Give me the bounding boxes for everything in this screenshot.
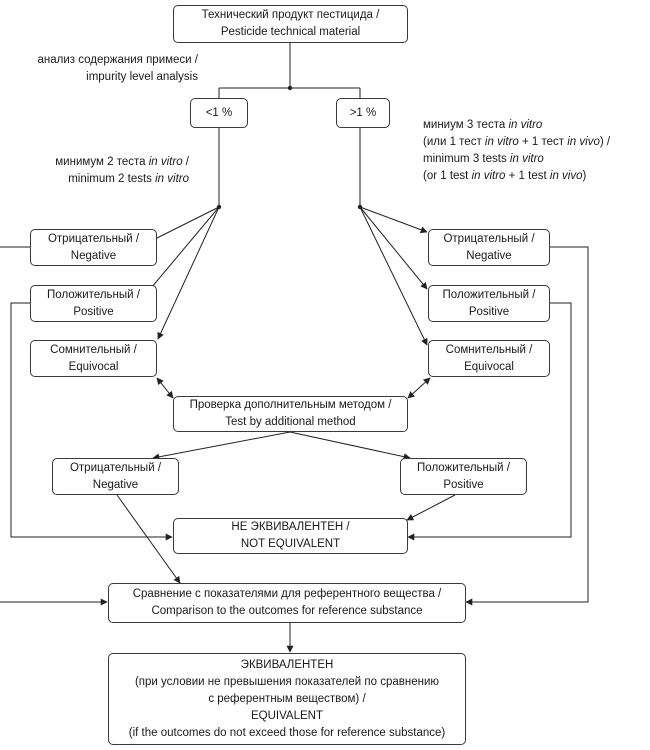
arrow-additional-negative-comparison [116, 494, 181, 584]
left-tests-note: минимум 2 теста in vitro / minimum 2 tes… [55, 154, 189, 188]
left-equivocal-line-2: Equivocal [68, 360, 119, 373]
equivalent-line-4: EQUIVALENT [251, 709, 323, 722]
impurity-analysis-note: анализ содержания примеси / impurity lev… [38, 52, 198, 86]
impurity-note-line-1: анализ содержания примеси / [37, 54, 198, 66]
right-tests-line-3: minimum 3 tests in vitro [423, 151, 610, 168]
additional-method-line-2: Test by additional method [225, 416, 356, 428]
right-tests-line-2-c: ) / [599, 136, 611, 148]
right-positive-line-1: Положительный / [442, 288, 536, 301]
right-tests-line-4: (or 1 test in vitro + 1 test in vivo) [423, 168, 610, 185]
left-negative-line-2: Negative [70, 249, 117, 262]
additional-negative-node: Отрицательный / Negative [52, 458, 179, 495]
threshold-greater-label: >1 % [349, 106, 377, 119]
right-tests-line-4-b: + 1 test [505, 170, 550, 182]
impurity-note-line-2: impurity level analysis [86, 71, 198, 83]
left-negative-node: Отрицательный / Negative [30, 229, 157, 266]
arrow-left-equivocal-additional [156, 377, 174, 399]
comparison-line-1: Сравнение с показателями для референтног… [132, 588, 442, 600]
junction-dot-left [216, 204, 222, 210]
left-equivocal-line-1: Сомнительный / [50, 343, 137, 356]
equivalent-node: ЭКВИВАЛЕНТЕН (при условии не превышения … [108, 653, 466, 745]
threshold-less-than-1: <1 % [190, 98, 248, 128]
additional-positive-line-1: Положительный / [417, 461, 510, 474]
connector-left-positive-not-equivalent [10, 302, 173, 541]
left-tests-line-1-a: минимум 2 теста [55, 156, 149, 168]
left-positive-node: Положительный / Positive [30, 285, 157, 322]
start-node: Технический продукт пестицида / Pesticid… [173, 5, 408, 43]
left-tests-line-1-italic: in vitro [148, 156, 183, 168]
left-tests-line-1-b: / [182, 156, 189, 168]
right-positive-line-2: Positive [468, 305, 510, 318]
arrow-right-equivocal-additional [407, 377, 431, 399]
equivalent-line-2: (при условии не превышения показателей п… [134, 675, 440, 688]
additional-negative-line-1: Отрицательный / [69, 461, 162, 474]
start-node-line-2: Pesticide technical material [220, 26, 361, 38]
left-tests-line-1: минимум 2 теста in vitro / [55, 154, 189, 171]
right-tests-line-1: миниум 3 теста in vitro [423, 117, 610, 134]
comparison-line-2: Comparison to the outcomes for reference… [151, 605, 423, 617]
right-tests-line-3-a: minimum 3 tests [423, 153, 510, 165]
right-tests-line-2: (или 1 тест in vitro + 1 тест in vivo) / [423, 134, 610, 151]
left-tests-line-2-a: minimum 2 tests [68, 173, 156, 185]
right-negative-line-2: Negative [466, 249, 512, 262]
right-tests-line-4-italic-2: in vivo [549, 170, 583, 182]
not-equivalent-node: НЕ ЭКВИВАЛЕНТЕН / NOT EQUIVALENT [173, 518, 408, 554]
arrow-left-to-positive [140, 206, 220, 301]
start-node-line-1: Технический продукт пестицида / [201, 9, 380, 21]
left-equivocal-node: Сомнительный / Equivocal [30, 340, 157, 377]
right-tests-line-4-italic-1: in vitro [471, 170, 506, 182]
right-tests-line-2-a: (или 1 тест [423, 136, 485, 148]
left-negative-line-1: Отрицательный / [47, 232, 140, 245]
right-tests-line-4-a: (or 1 test [423, 170, 472, 182]
left-tests-line-2-italic: in vitro [155, 173, 189, 185]
left-positive-line-1: Положительный / [47, 288, 140, 301]
arrow-additional-positive-not-equivalent [406, 494, 456, 521]
not-equivalent-line-1: НЕ ЭКВИВАЛЕНТЕН / [231, 521, 350, 533]
additional-method-node: Проверка дополнительным методом / Test b… [173, 396, 408, 432]
junction-dot-top [287, 85, 293, 91]
equivalent-line-3: с референтным веществом) / [208, 692, 366, 705]
not-equivalent-line-2: NOT EQUIVALENT [240, 538, 341, 550]
additional-positive-line-2: Positive [443, 478, 484, 491]
arrow-additional-to-positive [289, 431, 411, 461]
additional-method-line-1: Проверка дополнительным методом / [189, 399, 392, 411]
right-tests-line-2-italic-2: in vivo [567, 136, 600, 148]
comparison-node: Сравнение с показателями для референтног… [108, 583, 466, 623]
arrow-right-to-negative [359, 206, 428, 234]
arrow-left-to-equivocal [157, 206, 220, 340]
right-equivocal-line-1: Сомнительный / [445, 343, 533, 356]
equivalent-line-5: (if the outcomes do not exceed those for… [128, 726, 446, 739]
right-equivocal-node: Сомнительный / Equivocal [428, 340, 550, 377]
arrow-right-to-equivocal [359, 206, 428, 346]
additional-positive-node: Положительный / Positive [400, 458, 527, 495]
left-positive-line-2: Positive [73, 305, 114, 318]
right-tests-line-4-c: ) [582, 170, 587, 182]
equivalent-line-1: ЭКВИВАЛЕНТЕН [240, 658, 334, 671]
left-tests-line-2: minimum 2 tests in vitro [55, 171, 189, 188]
threshold-greater-than-1: >1 % [336, 98, 390, 128]
arrow-additional-to-negative [152, 431, 291, 461]
right-tests-line-1-a: миниум 3 теста [423, 119, 509, 131]
right-negative-node: Отрицательный / Negative [428, 229, 550, 266]
right-positive-node: Положительный / Positive [428, 285, 550, 322]
right-equivocal-line-2: Equivocal [464, 360, 514, 373]
right-tests-line-2-b: + 1 тест [518, 136, 568, 148]
arrow-right-to-positive [359, 206, 428, 290]
junction-dot-right [357, 204, 363, 210]
connector-right-negative-comparison [465, 246, 589, 606]
right-negative-line-1: Отрицательный / [443, 232, 535, 245]
right-tests-line-3-italic: in vitro [509, 153, 544, 165]
threshold-less-label: <1 % [205, 106, 233, 119]
right-tests-line-1-italic: in vitro [508, 119, 543, 131]
right-tests-note: миниум 3 теста in vitro (или 1 тест in v… [423, 117, 610, 185]
right-tests-line-2-italic-1: in vitro [484, 136, 519, 148]
additional-negative-line-2: Negative [92, 478, 139, 491]
connector-right-positive-not-equivalent [407, 302, 572, 541]
